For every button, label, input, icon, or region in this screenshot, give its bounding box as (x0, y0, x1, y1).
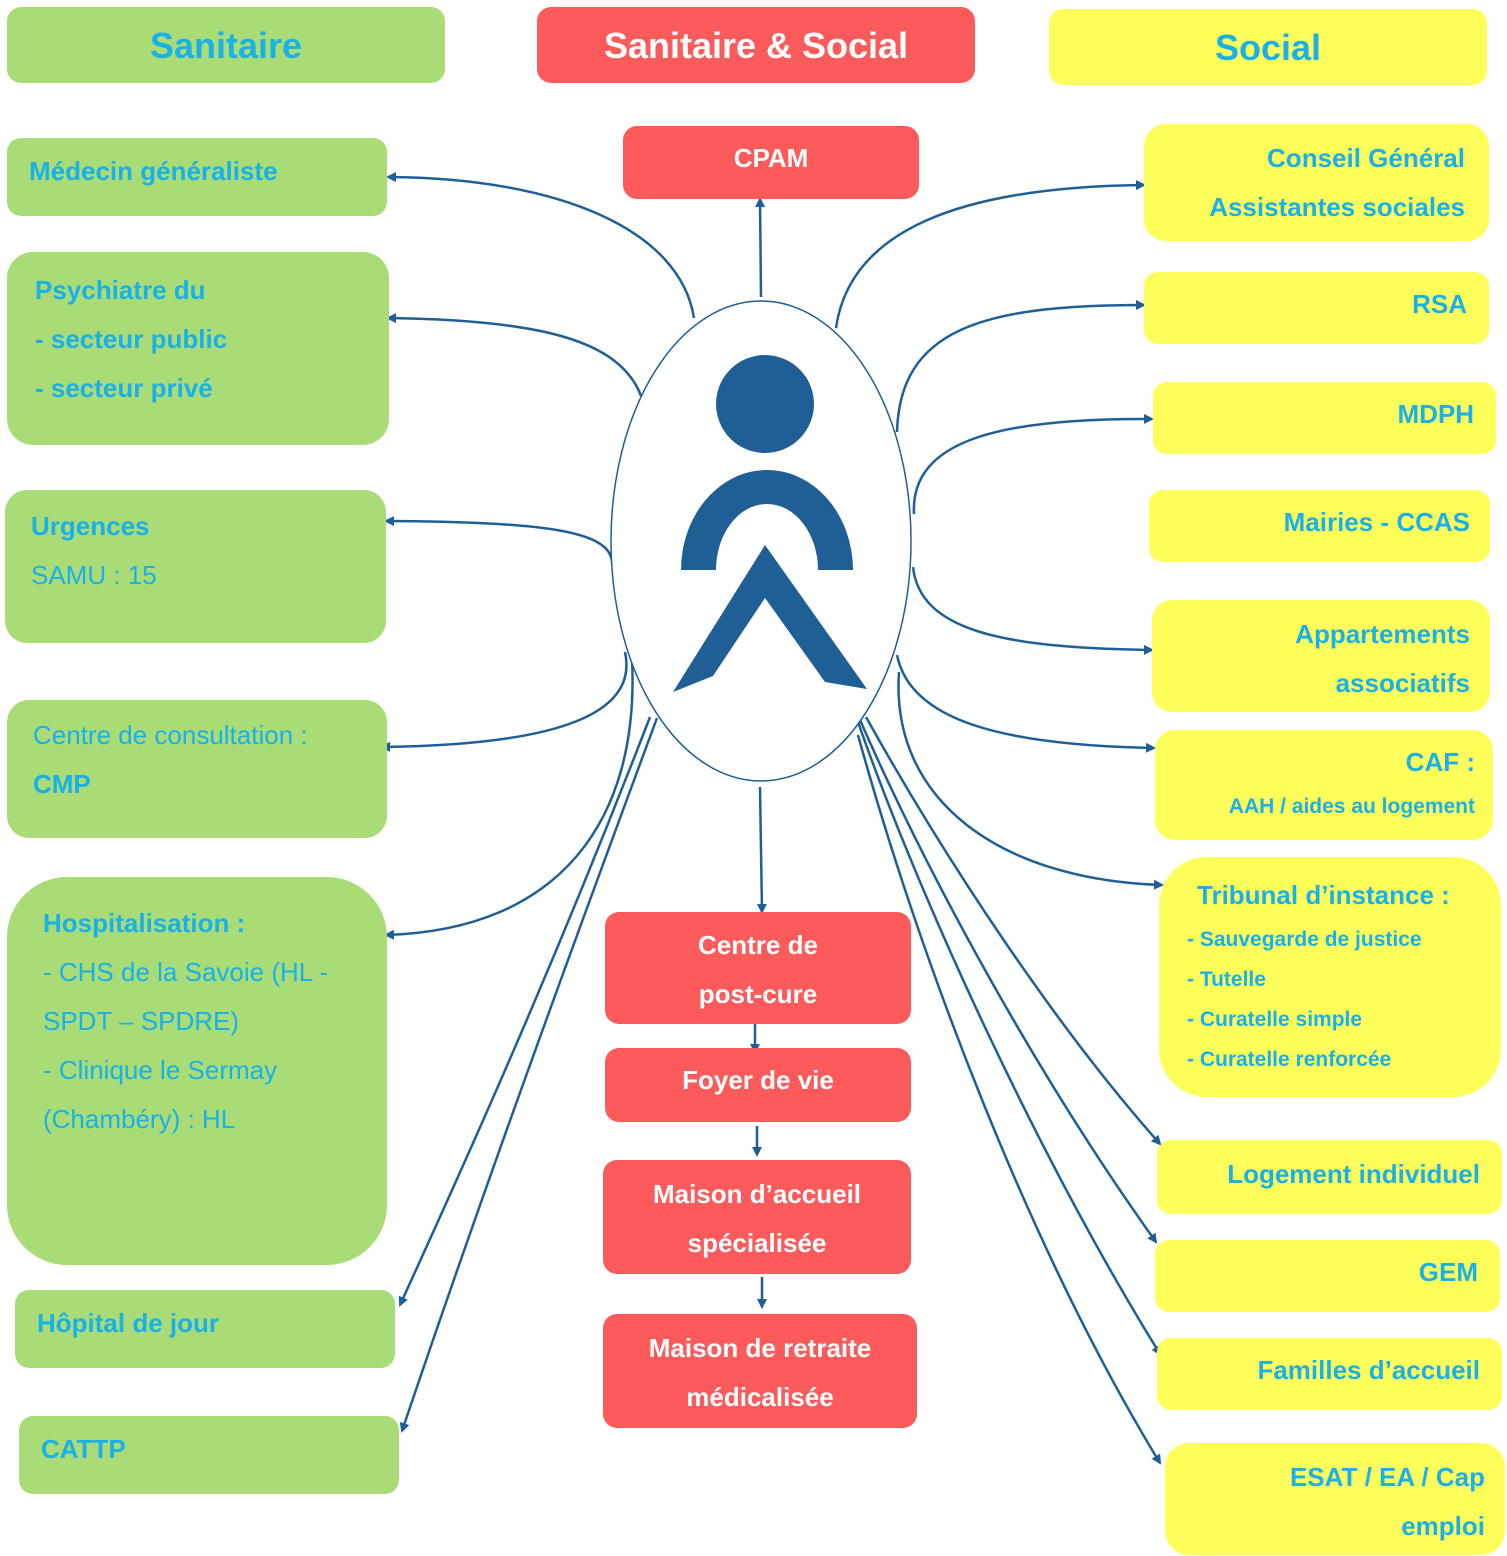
arrow-cattp (399, 717, 659, 1433)
mdph-label: MDPH (1397, 399, 1474, 429)
box-mairies: Mairies - CCAS (1149, 490, 1490, 562)
appartements-line-2: associatifs (1335, 668, 1470, 698)
arrow-familles (856, 721, 1162, 1356)
rsa-label: RSA (1412, 289, 1467, 319)
header-sanitaire-social-label: Sanitaire & Social (603, 24, 909, 66)
tribunal-line-3: - Curatelle simple (1187, 1008, 1363, 1031)
box-cpam: CPAM (623, 126, 919, 199)
box-psychiatre: Psychiatre du - secteur public - secteur… (7, 252, 389, 445)
tribunal-line-1: - Sauvegarde de justice (1187, 928, 1422, 951)
urgences-title: Urgences (31, 511, 150, 541)
mas-line-2: spécialisée (687, 1228, 827, 1258)
cattp-label: CATTP (41, 1434, 126, 1464)
arrow-psychiatre (386, 313, 643, 397)
box-logement: Logement individuel (1157, 1140, 1502, 1214)
esat-line-2: emploi (1401, 1511, 1485, 1541)
arrow-appartements (911, 566, 1154, 655)
arrow-medecin (386, 172, 696, 319)
caf-title: CAF : (1405, 747, 1475, 777)
box-retraite: Maison de retraite médicalisée (603, 1314, 917, 1428)
caf-detail: AAH / aides au logement (1228, 795, 1475, 818)
conseil-line-1: Conseil Général (1267, 143, 1465, 173)
person-icon (673, 355, 867, 692)
box-cattp: CATTP (19, 1416, 399, 1494)
cpam-label: CPAM (733, 143, 809, 173)
header-social: Social (1049, 9, 1487, 85)
box-mas: Maison d’accueil spécialisée (603, 1160, 911, 1274)
box-mdph: MDPH (1153, 382, 1496, 454)
logement-label: Logement individuel (1227, 1159, 1480, 1189)
consultation-title: Centre de consultation : (33, 720, 308, 750)
hopital-jour-label: Hôpital de jour (37, 1308, 219, 1338)
arrow-mdph (912, 413, 1154, 515)
box-hopital-jour: Hôpital de jour (15, 1290, 395, 1368)
box-appartements: Appartements associatifs (1152, 600, 1490, 712)
medecin-label: Médecin généraliste (29, 156, 278, 186)
hospitalisation-line-2: SPDT – SPDRE) (43, 1006, 240, 1036)
psychiatre-line-1: Psychiatre du (35, 275, 206, 305)
familles-label: Familles d’accueil (1257, 1355, 1480, 1385)
arrow-conseil (834, 180, 1146, 329)
box-conseil: Conseil Général Assistantes sociales (1144, 124, 1489, 241)
box-gem: GEM (1155, 1240, 1500, 1312)
arrow-cpam (755, 197, 766, 298)
arrow-hospitalisation (384, 658, 634, 940)
arrow-logement (864, 716, 1162, 1146)
esat-line-1: ESAT / EA / Cap (1289, 1462, 1485, 1492)
gem-label: GEM (1418, 1257, 1478, 1287)
post-cure-line-1: Centre de (698, 930, 818, 960)
samu-text: SAMU : 15 (31, 560, 157, 590)
box-urgences: Urgences SAMU : 15 (5, 490, 386, 643)
box-foyer: Foyer de vie (605, 1048, 911, 1122)
header-sanitaire-social: Sanitaire & Social (537, 7, 975, 83)
post-cure-line-2: post-cure (698, 979, 818, 1009)
hospitalisation-line-1: - CHS de la Savoie (HL - (43, 957, 329, 987)
arrow-gem (858, 719, 1158, 1244)
hospitalisation-title: Hospitalisation : (43, 908, 246, 938)
hospitalisation-line-4: (Chambéry) : HL (43, 1104, 236, 1134)
arrow-tribunal (897, 671, 1164, 890)
arrow-consultation (380, 651, 628, 752)
arrow-caf (895, 654, 1156, 753)
box-medecin: Médecin généraliste (7, 138, 387, 216)
box-familles: Familles d’accueil (1157, 1338, 1502, 1410)
retraite-line-2: médicalisée (686, 1382, 834, 1412)
mas-line-1: Maison d’accueil (652, 1179, 862, 1209)
box-post-cure: Centre de post-cure (605, 912, 911, 1024)
hospitalisation-line-3: - Clinique le Sermay (43, 1055, 278, 1085)
box-hospitalisation: Hospitalisation : - CHS de la Savoie (HL… (7, 877, 387, 1265)
psychiatre-line-2: - secteur public (35, 324, 228, 354)
cmp-label: CMP (33, 769, 91, 799)
arrow-rsa (895, 300, 1146, 433)
tribunal-line-4: - Curatelle renforcée (1187, 1048, 1392, 1071)
arrow-esat (856, 734, 1162, 1465)
conseil-line-2: Assistantes sociales (1209, 192, 1465, 222)
foyer-label: Foyer de vie (682, 1065, 834, 1095)
box-caf: CAF : AAH / aides au logement (1155, 730, 1493, 840)
box-consultation: Centre de consultation : CMP (7, 700, 387, 838)
retraite-line-1: Maison de retraite (648, 1333, 872, 1363)
arrow-hopital-jour (398, 716, 652, 1307)
tribunal-title: Tribunal d’instance : (1197, 880, 1450, 910)
arrow-urgences (384, 516, 614, 563)
mairies-label: Mairies - CCAS (1283, 507, 1470, 537)
appartements-line-1: Appartements (1295, 619, 1470, 649)
header-social-label: Social (1214, 26, 1322, 68)
box-tribunal: Tribunal d’instance : - Sauvegarde de ju… (1159, 857, 1501, 1097)
header-sanitaire-label: Sanitaire (149, 24, 303, 66)
psychiatre-line-3: - secteur privé (35, 373, 213, 403)
tribunal-line-2: - Tutelle (1187, 968, 1266, 991)
box-rsa: RSA (1144, 272, 1489, 344)
box-esat: ESAT / EA / Cap emploi (1165, 1443, 1505, 1555)
header-sanitaire: Sanitaire (7, 7, 445, 83)
arrow-post-cure (756, 786, 767, 914)
